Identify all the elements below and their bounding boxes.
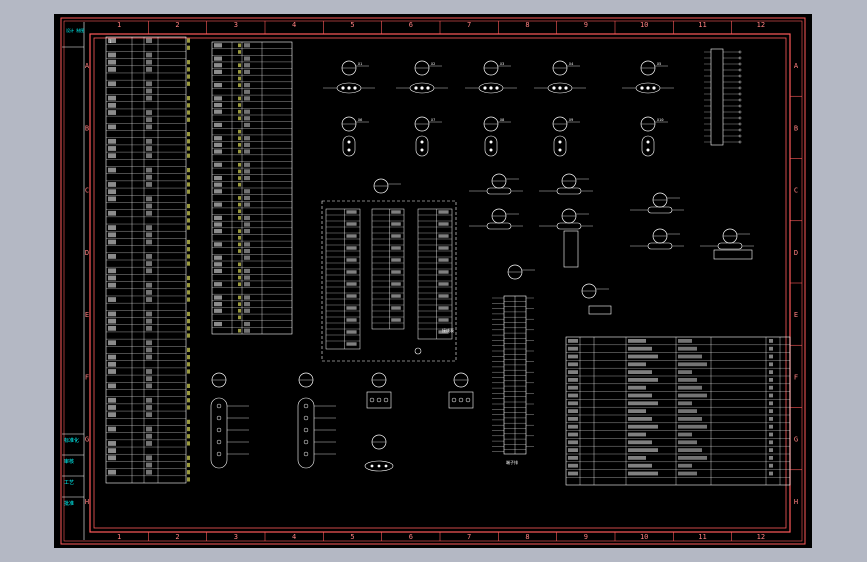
border-row-label: D — [85, 249, 89, 257]
border-row-label: E — [794, 311, 798, 319]
border-col-label: 1 — [117, 533, 121, 541]
border-row-label: C — [794, 187, 798, 195]
border-col-label: 9 — [584, 21, 588, 29]
border-row-labels: A A B B C C D D E E F F G G H H — [85, 62, 802, 506]
border-row-label: H — [794, 498, 798, 506]
border-col-label: 7 — [467, 21, 471, 29]
border-col-label: 5 — [350, 533, 354, 541]
border-col-label: 3 — [234, 533, 238, 541]
side-top-text: 设计 制图 — [66, 27, 84, 33]
outer-frame-inner — [63, 20, 803, 542]
connector-label: X10 — [657, 118, 664, 122]
border-row-label: A — [794, 62, 799, 70]
border-col-label: 10 — [640, 533, 648, 541]
border-col-label: 11 — [698, 21, 706, 29]
terminal-strip-label: 端子排 — [506, 459, 518, 465]
connector-label: X3 — [500, 62, 504, 66]
side-stamp-label: 审核 — [64, 458, 74, 465]
border-row-label: B — [85, 124, 89, 132]
border-col-label: 6 — [409, 533, 413, 541]
side-stamp-label: 工艺 — [64, 480, 74, 486]
connector-label: X7 — [431, 118, 435, 122]
outer-frame — [60, 17, 806, 545]
parts-list-table — [565, 336, 791, 486]
border-row-label: F — [85, 373, 89, 381]
right-terminal-column — [704, 48, 742, 146]
border-col-label: 2 — [175, 533, 179, 541]
drawing-frame-inner — [93, 37, 787, 529]
second-wiring-table — [211, 41, 293, 335]
border-row-label: F — [794, 373, 798, 381]
border-col-label: 10 — [640, 21, 648, 29]
border-col-label: 7 — [467, 533, 471, 541]
border-col-label: 3 — [234, 21, 238, 29]
border-col-label: 1 — [117, 21, 121, 29]
border-row-label: G — [85, 436, 89, 444]
left-table-header: 1 — [109, 39, 112, 44]
connector-label: X5 — [657, 62, 661, 66]
center-note: 接线表 — [442, 327, 454, 333]
border-col-label: 12 — [757, 533, 765, 541]
border-row-label: E — [85, 311, 89, 319]
border-row-label: B — [794, 124, 798, 132]
terminal-strip: 端子排 — [492, 295, 534, 465]
border-row-label: D — [794, 249, 798, 257]
border-col-label: 4 — [292, 533, 296, 541]
border-col-label: 12 — [757, 21, 765, 29]
border-col-label: 11 — [698, 533, 706, 541]
center-terminal-block — [321, 200, 457, 362]
connector-label: X2 — [431, 62, 435, 66]
connector-label: X1 — [358, 62, 362, 66]
border-row-label: H — [85, 498, 89, 506]
border-row-label: A — [85, 62, 90, 70]
border-col-label: 2 — [175, 21, 179, 29]
side-stamp-label: 批准 — [64, 500, 74, 507]
border-row-label: G — [794, 436, 798, 444]
border-col-label: 8 — [525, 21, 529, 29]
side-stamp-label: 标准化 — [64, 437, 79, 444]
border-col-label: 6 — [409, 21, 413, 29]
border-col-label: 8 — [525, 533, 529, 541]
plug-symbols — [210, 372, 474, 472]
connector-label: X8 — [500, 118, 504, 122]
connector-label: X4 — [569, 62, 573, 66]
left-wiring-table: 1 — [105, 36, 190, 484]
connector-label: X6 — [358, 118, 362, 122]
border-col-label: 4 — [292, 21, 296, 29]
border-col-label: 5 — [350, 21, 354, 29]
connector-label: X9 — [569, 118, 573, 122]
border-row-label: C — [85, 187, 89, 195]
border-col-label: 9 — [584, 533, 588, 541]
